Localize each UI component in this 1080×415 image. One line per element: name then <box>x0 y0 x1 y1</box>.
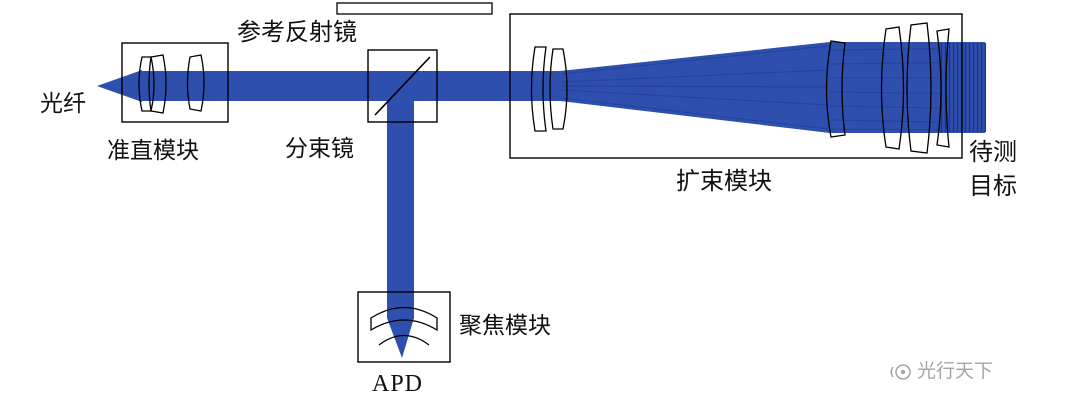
vertical-reference-beam <box>387 85 414 358</box>
collimation-module-label: 准直模块 <box>107 138 199 163</box>
lens-logo-icon <box>890 364 911 380</box>
expander-lenses <box>530 22 950 154</box>
target-label-line2: 目标 <box>969 174 1017 200</box>
expanding-beam <box>560 42 985 133</box>
reference-mirror-label: 参考反射镜 <box>237 20 357 46</box>
collimation-module-box <box>121 42 229 123</box>
main-collimated-beam <box>140 71 560 101</box>
focusing-module-box <box>357 291 451 363</box>
target-label-line1: 待测 <box>969 140 1017 166</box>
expander-module-label: 扩束模块 <box>676 169 772 195</box>
reference-mirror <box>336 2 493 15</box>
collimation-lenses <box>138 54 205 114</box>
apd-label: APD <box>372 371 424 397</box>
beam-splitter-box <box>367 49 438 123</box>
expander-module-box <box>509 13 963 159</box>
watermark-text: 光行天下 <box>917 361 994 382</box>
focusing-module-label: 聚焦模块 <box>459 313 551 338</box>
target-wavefront-stripes <box>940 43 986 132</box>
fiber-input-beam <box>97 70 142 102</box>
beam-splitter-label: 分束镜 <box>285 136 354 161</box>
beam-splitter-diagonal <box>374 56 431 116</box>
focusing-lens <box>370 306 438 346</box>
target-label: 待测 目标 <box>969 136 1017 204</box>
fiber-label: 光纤 <box>40 91 86 116</box>
